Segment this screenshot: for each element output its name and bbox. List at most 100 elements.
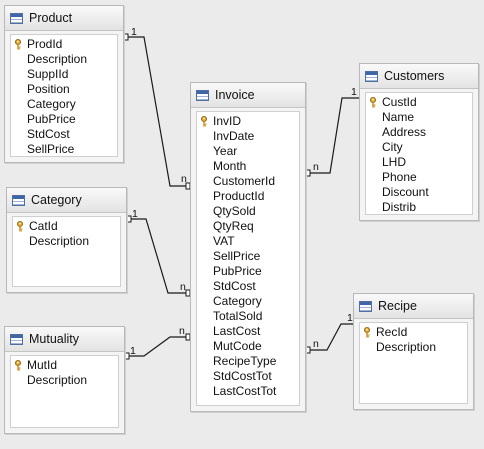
field-row[interactable]: Distrib [366,200,472,215]
field-row[interactable]: PubPrice [197,264,299,279]
table-title: Recipe [378,299,417,313]
key-icon [16,221,24,232]
field-name: CustomerId [213,174,276,188]
field-row[interactable]: LastCostTot [197,384,299,399]
field-row[interactable]: Category [197,294,299,309]
field-row[interactable]: Address [366,125,472,140]
table-header[interactable]: Invoice [191,83,305,108]
field-row[interactable]: InvDate [197,129,299,144]
field-row[interactable]: SuppIId [11,67,117,82]
relation-line[interactable] [125,336,190,357]
field-row[interactable]: StdCostTot [197,369,299,384]
table-icon [10,333,23,345]
cardinality-label: n [313,161,319,173]
relation-line[interactable] [127,218,190,294]
field-row[interactable]: QtySold [197,204,299,219]
field-row[interactable]: Phone [366,170,472,185]
relation-mutuality-invoice[interactable]: 1n [124,325,191,360]
field-row[interactable]: Category [11,97,117,112]
connector-end [124,352,130,360]
field-name: StdCost [213,279,256,293]
field-name: ProdId [27,37,63,51]
field-row[interactable]: LastCost [197,324,299,339]
field-name: CustId [382,95,417,109]
field-row[interactable]: City [366,140,472,155]
field-row[interactable]: StdCost [197,279,299,294]
field-name: LastCostTot [213,384,277,398]
field-name: Position [27,82,70,96]
field-row[interactable]: LHD [366,155,472,170]
field-name: Category [27,97,76,111]
field-row[interactable]: Year [197,144,299,159]
field-name: Discount [382,185,429,199]
table-title: Invoice [215,88,255,102]
relation-line[interactable] [306,323,360,351]
field-name: MutId [27,358,58,372]
field-row[interactable]: SellPrice [11,142,117,157]
field-row[interactable]: TotalSold [197,309,299,324]
table-header[interactable]: Category [7,188,126,213]
cardinality-label: 1 [351,86,357,98]
field-name: InvID [213,114,242,128]
field-row[interactable]: Description [13,234,120,249]
cardinality-label: 1 [132,208,138,220]
field-row[interactable]: MutId [11,358,118,373]
key-icon [200,116,208,127]
field-row[interactable]: ProdId [11,37,117,52]
table-header[interactable]: Product [5,6,123,31]
field-row[interactable]: MutCode [197,339,299,354]
field-name: PubPrice [27,112,76,126]
field-row[interactable]: Month [197,159,299,174]
key-icon [14,39,22,50]
relation-invoice-customers[interactable]: n1 [305,86,367,177]
field-row[interactable]: QtyReq [197,219,299,234]
field-row[interactable]: Position [11,82,117,97]
field-row[interactable]: Description [11,52,117,67]
field-row[interactable]: StdCost [11,127,117,142]
field-name: PubPrice [213,264,262,278]
field-row[interactable]: RecId [360,325,467,340]
field-row[interactable]: InvID [197,114,299,129]
field-name: SellPrice [27,142,75,156]
table-header[interactable]: Mutuality [5,327,124,352]
field-row[interactable]: Description [360,340,467,355]
field-row[interactable]: ProductId [197,189,299,204]
field-row[interactable]: Discount [366,185,472,200]
field-name: Distrib [382,200,417,214]
cardinality-label: 1 [131,26,137,38]
table-header[interactable]: Customers [360,64,478,89]
field-row[interactable]: RecipeType [197,354,299,369]
field-name: ProductId [213,189,265,203]
field-row[interactable]: PubPrice [11,112,117,127]
field-row[interactable]: Name [366,110,472,125]
field-name: Address [382,125,427,139]
table-icon [10,12,23,24]
field-row[interactable]: SellPrice [197,249,299,264]
field-row[interactable]: CustId [366,95,472,110]
field-name: VAT [213,234,235,248]
field-row[interactable]: VAT [197,234,299,249]
field-row[interactable]: CatId [13,219,120,234]
relation-product-invoice[interactable]: 1n [123,26,191,190]
field-name: StdCost [27,127,70,141]
relation-invoice-recipe[interactable]: n1 [305,312,361,354]
field-name: InvDate [213,129,255,143]
table-header[interactable]: Recipe [354,294,473,319]
relation-line[interactable] [124,36,190,187]
field-row[interactable]: Description [11,373,118,388]
relation-line[interactable] [306,97,366,174]
field-row[interactable]: CustomerId [197,174,299,189]
relation-category-invoice[interactable]: 1n [126,208,191,297]
